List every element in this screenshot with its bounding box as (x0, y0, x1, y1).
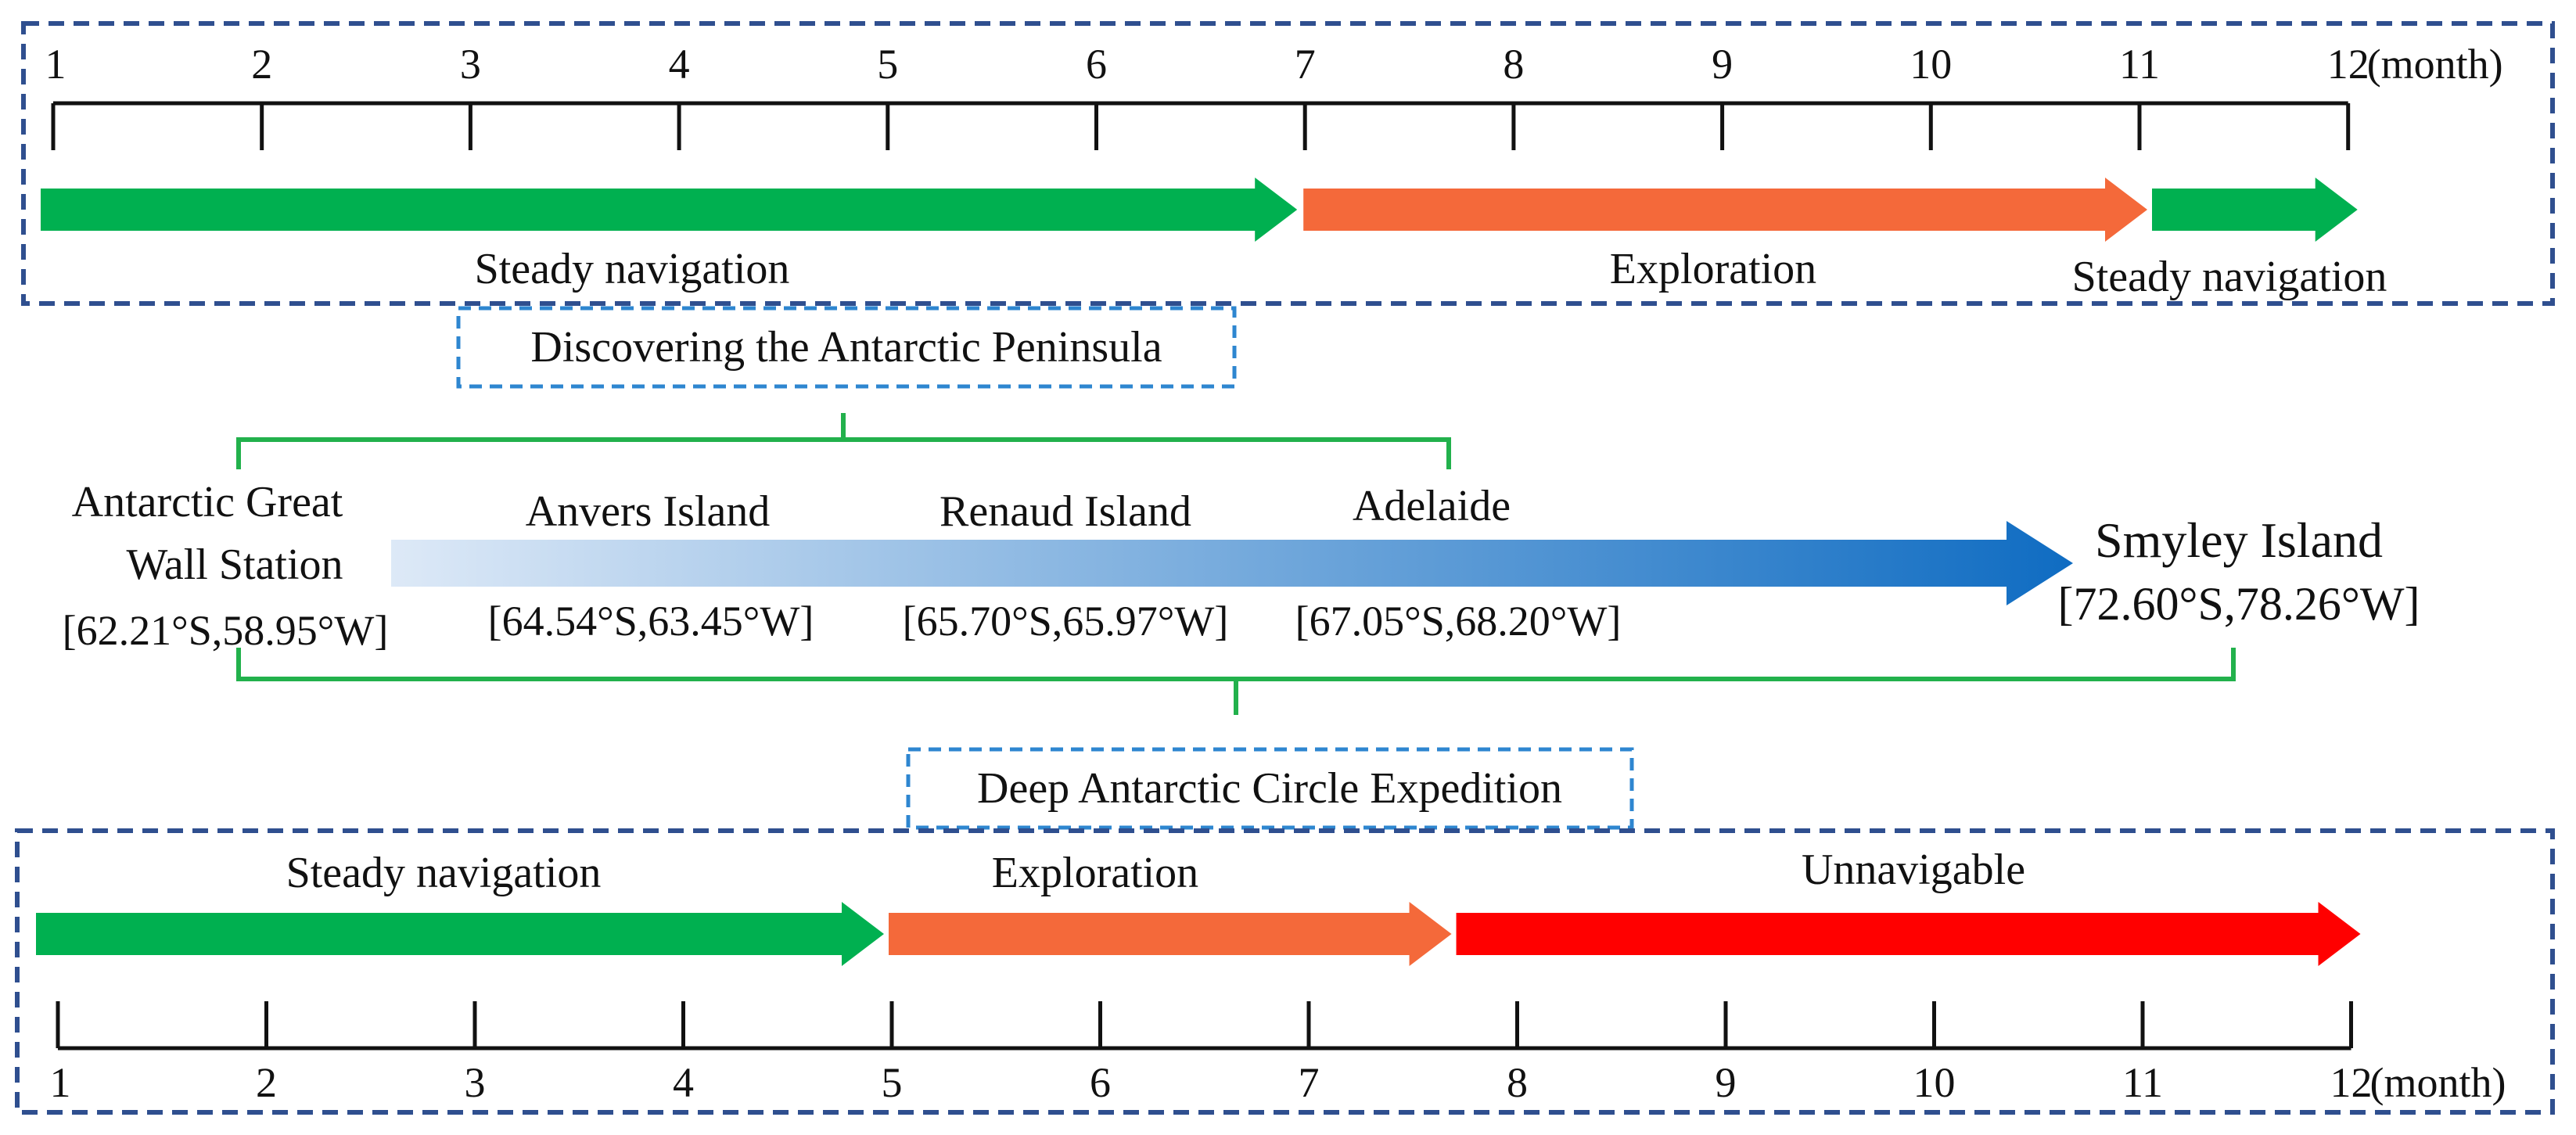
axis-tick-label: 5 (877, 41, 898, 88)
axis-tick-label: 10 (1910, 41, 1952, 88)
axis-tick-label: 2 (251, 41, 272, 88)
axis-tick-label: 8 (1503, 41, 1524, 88)
bottom-phase-label-exploration: Exploration (992, 849, 1198, 897)
axis-tick-label: 4 (673, 1059, 694, 1106)
top-phase-label-steady-1: Steady navigation (475, 245, 790, 293)
axis-tick-label: 12 (2327, 41, 2369, 88)
phase-arrow-exploration (889, 902, 1452, 966)
route-start-name-line1: Antarctic Great (72, 478, 343, 526)
axis-tick-label: 6 (1086, 41, 1107, 88)
bottom-panel: Steady navigation Exploration Unnavigabl… (15, 828, 2555, 1115)
route-end-name: Smyley Island (2095, 512, 2383, 568)
route-stop-anvers-name: Anvers Island (526, 487, 771, 536)
axis-tick-label: 11 (2119, 41, 2160, 88)
route-stop-renaud-name: Renaud Island (940, 487, 1191, 536)
route-gradient-arrow (391, 521, 2073, 605)
axis-tick-label: 4 (669, 41, 690, 88)
axis-tick-label: 9 (1712, 41, 1733, 88)
axis-tick-label: 1 (45, 41, 66, 88)
circle-label-box (906, 747, 1634, 830)
bottom-phase-label-steady: Steady navigation (286, 849, 602, 897)
axis-tick-label: 10 (1913, 1059, 1956, 1106)
axis-tick-label: 11 (2122, 1059, 2163, 1106)
axis-tick-label: 12 (2330, 1059, 2373, 1106)
axis-tick-label: 1 (50, 1059, 71, 1106)
axis-tick-label: 9 (1716, 1059, 1737, 1106)
bottom-panel-frame (15, 828, 2555, 1115)
top-panel-frame (21, 21, 2555, 306)
bottom-phase-arrows (36, 902, 2361, 966)
phase-arrow-steady (36, 902, 884, 966)
axis-unit-label: (month) (2370, 1059, 2506, 1106)
route-stop-adelaide-name: Adelaide (1353, 482, 1511, 530)
peninsula-bracket (236, 413, 1451, 469)
phase-arrow-exploration (1303, 178, 2147, 242)
axis-tick-label: 7 (1299, 1059, 1320, 1106)
axis-tick-label: 3 (460, 41, 481, 88)
top-phase-label-exploration: Exploration (1610, 245, 1816, 293)
axis-tick-label: 6 (1090, 1059, 1111, 1106)
peninsula-label: Discovering the Antarctic Peninsula (456, 306, 1237, 389)
phase-arrow-steady (41, 178, 1298, 242)
phase-arrow-steady (2152, 178, 2358, 242)
axis-tick-label: 5 (882, 1059, 903, 1106)
route-start-coords: [62.21°S,58.95°W] (63, 607, 389, 654)
axis-unit-label: (month) (2367, 41, 2503, 88)
route-stop-anvers-coords: [64.54°S,63.45°W] (488, 598, 814, 645)
peninsula-label-text: Discovering the Antarctic Peninsula (530, 323, 1162, 372)
route-stop-adelaide-coords: [67.05°S,68.20°W] (1295, 598, 1622, 645)
circle-label: Deep Antarctic Circle Expedition (906, 747, 1634, 830)
route-start-name-line2: Wall Station (126, 541, 343, 589)
top-phase-label-steady-2: Steady navigation (2072, 253, 2387, 301)
axis-tick-label: 2 (256, 1059, 277, 1106)
axis-tick-label: 8 (1507, 1059, 1528, 1106)
peninsula-label-box (456, 306, 1237, 389)
route: Antarctic Great Wall Station [62.21°S,58… (63, 478, 2420, 654)
phase-arrow-unnavigable (1456, 902, 2361, 966)
axis-tick-label: 7 (1295, 41, 1316, 88)
circle-label-text: Deep Antarctic Circle Expedition (977, 764, 1562, 813)
circle-bracket (236, 648, 2236, 715)
bottom-phase-label-unnavigable: Unnavigable (1802, 846, 2025, 894)
route-stop-renaud-coords: [65.70°S,65.97°W] (903, 598, 1229, 645)
axis-tick-label: 3 (465, 1059, 486, 1106)
route-end-coords: [72.60°S,78.26°W] (2058, 578, 2420, 630)
top-phase-arrows (41, 178, 2358, 242)
